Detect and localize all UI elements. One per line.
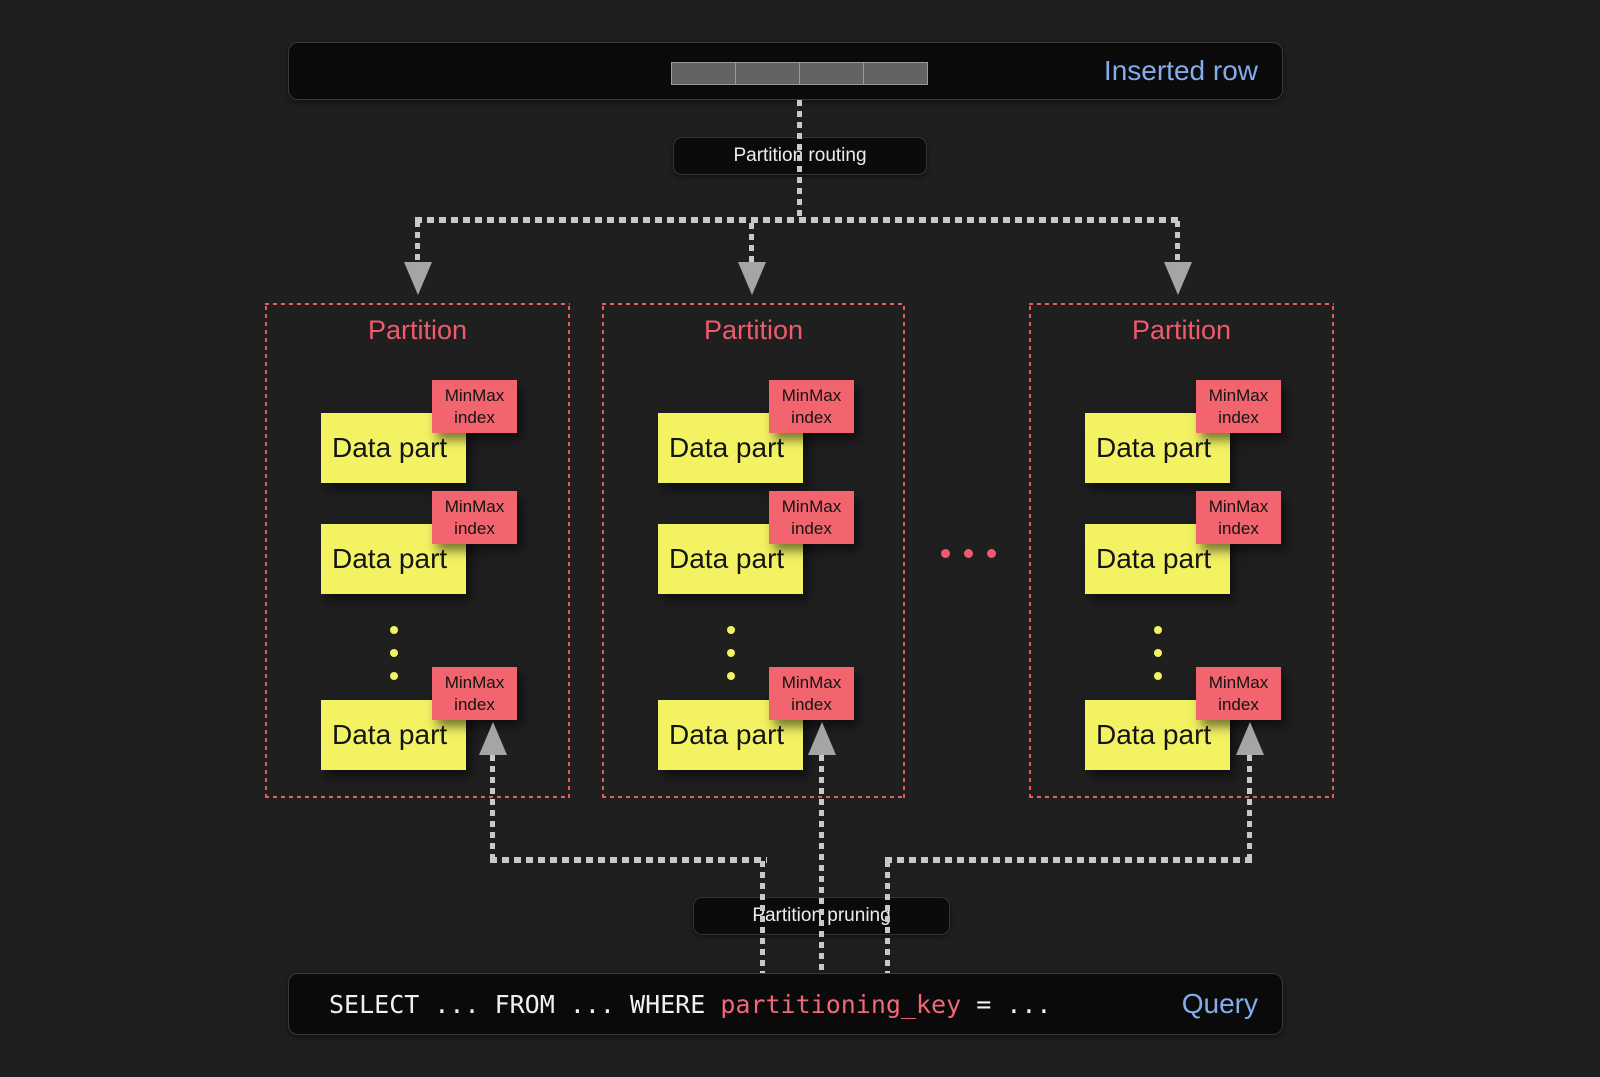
data-part-box: Data part <box>658 700 803 770</box>
minmax-index-tag: MinMax index <box>432 380 517 433</box>
arrow-down-icon <box>738 262 766 295</box>
vertical-ellipsis-icon <box>1154 626 1162 680</box>
partition-box: Partition MinMax index Data part MinMax … <box>1029 303 1334 798</box>
pruning-join-line-left <box>490 857 767 863</box>
query-panel: SELECT ... FROM ... WHERE partitioning_k… <box>288 973 1283 1035</box>
data-part-box: Data part <box>1085 413 1230 483</box>
data-part-group: MinMax index Data part <box>1085 380 1315 483</box>
pruning-drop-middle <box>819 755 824 973</box>
minmax-index-tag: MinMax index <box>1196 667 1281 720</box>
routing-distribution-line <box>415 217 1183 223</box>
minmax-index-tag: MinMax index <box>769 667 854 720</box>
row-segment <box>799 62 864 85</box>
pruning-rise-left <box>490 755 495 860</box>
query-partitioning-key: partitioning_key <box>720 989 962 1019</box>
minmax-index-tag: MinMax index <box>432 491 517 544</box>
routing-drop-middle <box>749 223 754 263</box>
data-part-group: MinMax index Data part <box>658 667 888 770</box>
row-segment <box>671 62 736 85</box>
arrow-down-icon <box>404 262 432 295</box>
inserted-row-segments <box>671 62 928 85</box>
partition-box: Partition MinMax index Data part MinMax … <box>265 303 570 798</box>
pruning-rise-right <box>1247 755 1252 860</box>
inserted-row-label: Inserted row <box>1103 55 1258 86</box>
routing-drop-left <box>415 221 420 263</box>
minmax-index-tag: MinMax index <box>432 667 517 720</box>
minmax-index-tag: MinMax index <box>1196 491 1281 544</box>
data-part-group: MinMax index Data part <box>658 380 888 483</box>
minmax-index-tag: MinMax index <box>769 491 854 544</box>
vertical-ellipsis-icon <box>390 626 398 680</box>
query-code-before: SELECT ... FROM ... WHERE <box>329 989 721 1019</box>
data-part-group: MinMax index Data part <box>321 491 551 594</box>
data-part-group: MinMax index Data part <box>658 491 888 594</box>
pruning-drop-right <box>885 861 890 973</box>
arrow-up-icon <box>1236 722 1264 755</box>
partition-title: Partition <box>367 315 468 345</box>
horizontal-ellipsis-icon <box>941 549 996 558</box>
query-code-after: = ... <box>961 989 1052 1019</box>
data-part-group: MinMax index Data part <box>321 380 551 483</box>
inserted-row-panel: Inserted row <box>288 42 1283 100</box>
routing-center-line <box>797 100 802 220</box>
partition-box: Partition MinMax index Data part MinMax … <box>602 303 905 798</box>
minmax-index-tag: MinMax index <box>769 380 854 433</box>
row-segment <box>735 62 800 85</box>
data-part-box: Data part <box>321 524 466 594</box>
routing-drop-right <box>1175 221 1180 263</box>
query-label: Query <box>1181 988 1258 1019</box>
vertical-ellipsis-icon <box>727 626 735 680</box>
minmax-index-tag: MinMax index <box>1196 380 1281 433</box>
arrow-up-icon <box>808 722 836 755</box>
data-part-group: MinMax index Data part <box>321 667 551 770</box>
pruning-join-line-right <box>885 857 1253 863</box>
pruning-drop-left <box>760 861 765 973</box>
arrow-down-icon <box>1164 262 1192 295</box>
partition-title: Partition <box>703 315 804 345</box>
data-part-group: MinMax index Data part <box>1085 667 1315 770</box>
partition-title: Partition <box>1131 315 1232 345</box>
arrow-up-icon <box>479 722 507 755</box>
row-segment <box>863 62 928 85</box>
data-part-group: MinMax index Data part <box>1085 491 1315 594</box>
query-code: SELECT ... FROM ... WHERE partitioning_k… <box>329 974 1051 1034</box>
